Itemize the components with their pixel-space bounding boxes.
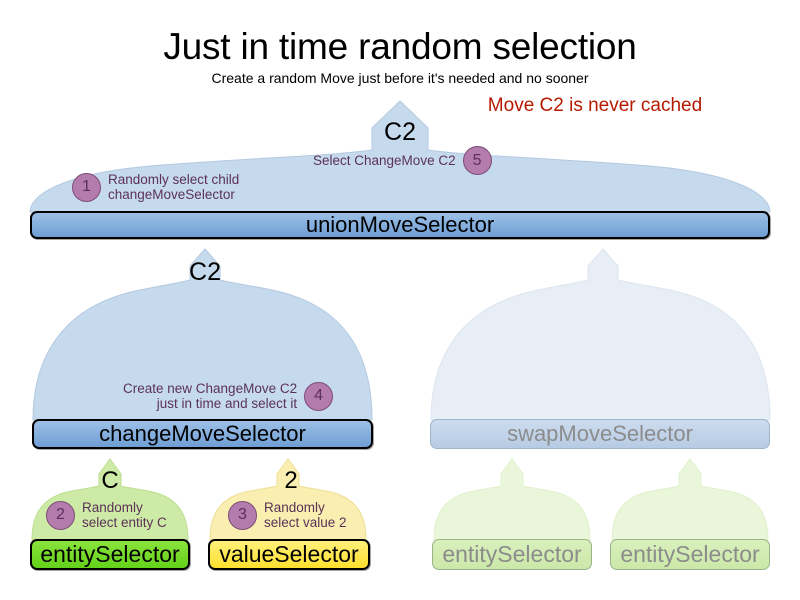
arrow-swap-to-union (430, 248, 771, 421)
step-2-annotation: 2 Randomly select entity C (46, 500, 167, 530)
arrow-faded-entity-2 (611, 458, 769, 541)
step-badge-2: 2 (46, 500, 75, 530)
step-1-annotation: 1 Randomly select child changeMoveSelect… (72, 172, 239, 202)
step-3-annotation: 3 Randomly select value 2 (228, 500, 347, 530)
swap-move-selector-bar[interactable]: swapMoveSelector (430, 419, 770, 449)
step-text-5: Select ChangeMove C2 (313, 153, 456, 168)
step-badge-3: 3 (228, 500, 257, 530)
step-badge-1: 1 (72, 172, 101, 202)
flow-label-value: 2 (284, 467, 298, 494)
arrow-change-to-union (32, 248, 373, 421)
step-text-2: Randomly select entity C (82, 500, 167, 530)
arrow-union-to-output (29, 100, 771, 213)
step-text-3: Randomly select value 2 (264, 500, 347, 530)
page-title: Just in time random selection (163, 26, 637, 67)
step-text-1: Randomly select child changeMoveSelector (108, 172, 240, 202)
step-4-annotation: 4 Create new ChangeMove C2 just in time … (123, 381, 334, 411)
flow-label-entity: C (101, 467, 119, 494)
change-move-selector-bar[interactable]: changeMoveSelector (32, 419, 373, 449)
entity-selector-box[interactable]: entitySelector (30, 539, 190, 570)
step-5-annotation: 5 Select ChangeMove C2 (313, 146, 492, 175)
entity-selector-box-faded-1[interactable]: entitySelector (432, 539, 592, 570)
value-selector-box[interactable]: valueSelector (208, 539, 370, 570)
step-badge-5: 5 (462, 146, 492, 175)
flow-label-change: C2 (189, 258, 221, 286)
never-cached-note: Move C2 is never cached (487, 95, 703, 116)
union-move-selector-bar[interactable]: unionMoveSelector (30, 211, 770, 239)
page-subtitle: Create a random Move just before it's ne… (211, 70, 589, 86)
step-badge-4: 4 (304, 381, 334, 411)
step-text-4: Create new ChangeMove C2 just in time an… (123, 381, 298, 411)
flow-label-top: C2 (384, 118, 416, 146)
arrow-faded-entity-1 (433, 458, 591, 541)
entity-selector-box-faded-2[interactable]: entitySelector (610, 539, 770, 570)
